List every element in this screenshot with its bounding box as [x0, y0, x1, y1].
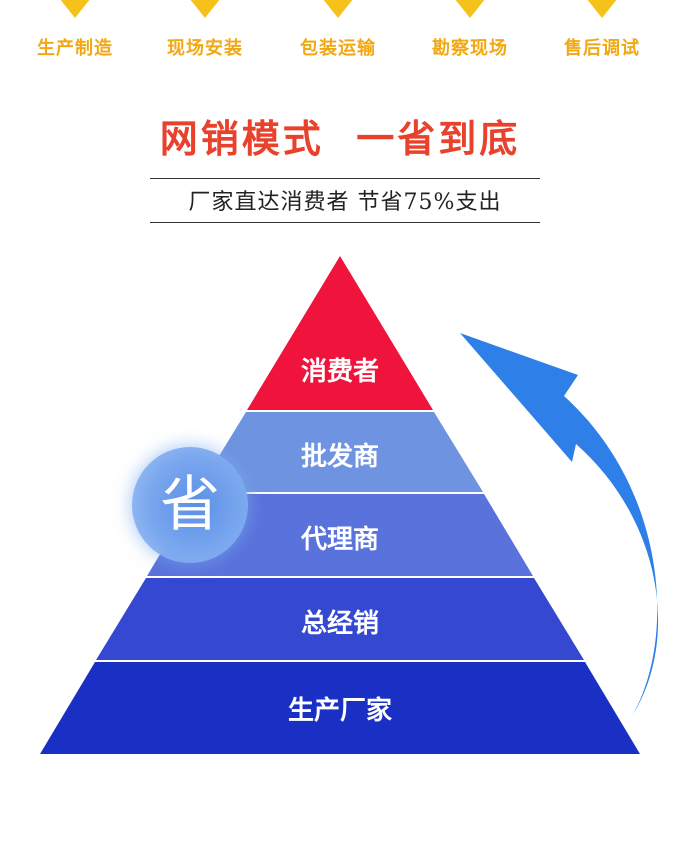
tier-label-wholesaler: 批发商 — [301, 441, 379, 472]
step-label-survey: 勘察现场 — [432, 38, 508, 59]
pyramid-diagram: 消费者 批发商 代理商 总经销 生产厂家 — [40, 256, 640, 754]
divider-top — [150, 178, 540, 179]
pyramid-tier-wholesaler — [197, 412, 483, 492]
step-marker-icon — [455, 0, 485, 18]
tier-label-agent: 代理商 — [300, 524, 379, 555]
tier-label-manufacturer: 生产厂家 — [288, 695, 392, 726]
divider-bottom — [150, 222, 540, 223]
pyramid-tier-distributor — [96, 578, 584, 660]
step-marker-icon — [587, 0, 617, 18]
step-marker-icon — [190, 0, 220, 18]
tier-label-distributor: 总经销 — [301, 608, 379, 639]
headline: 网销模式 一省到底 — [159, 117, 521, 161]
save-badge-text: 省 — [160, 470, 220, 540]
step-label-shipping: 包装运输 — [300, 38, 376, 59]
save-badge: 省 — [132, 447, 248, 563]
pyramid-tier-consumer — [247, 256, 433, 410]
pyramid-tier-manufacturer — [40, 662, 640, 754]
step-label-installation: 现场安装 — [167, 38, 243, 59]
step-label-after-sales: 售后调试 — [564, 38, 640, 59]
step-label-production: 生产制造 — [37, 38, 113, 59]
step-marker-icon — [323, 0, 353, 18]
subtitle: 厂家直达消费者 节省75%支出 — [188, 190, 502, 215]
step-marker-icon — [60, 0, 90, 18]
tier-label-consumer: 消费者 — [301, 357, 379, 387]
process-steps: 生产制造 现场安装 包装运输 勘察现场 售后调试 — [0, 0, 680, 70]
